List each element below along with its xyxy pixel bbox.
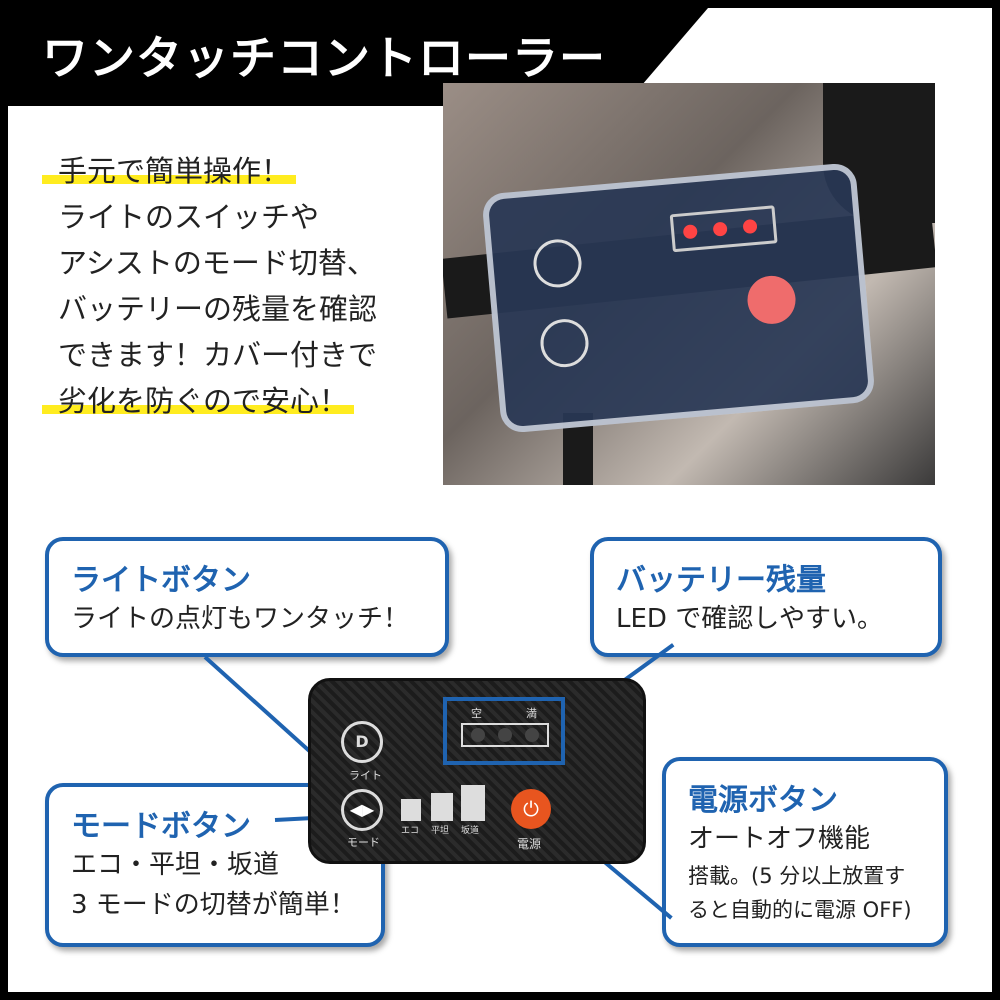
callout-body: オートオフ機能 [688, 824, 871, 854]
mode-hill-indicator [461, 785, 485, 821]
battery-highlight-box [443, 697, 565, 765]
mode-eco-indicator [401, 799, 421, 821]
callout-body: ると自動的に電源 OFF) [688, 898, 912, 922]
battery-gauge [461, 723, 549, 747]
power-button[interactable]: ⏻ [511, 789, 551, 829]
mode-eco-label: エコ [401, 826, 420, 836]
callout-light: ライトボタン ライトの点灯もワンタッチ！ [45, 537, 449, 657]
callout-title: 電源ボタン [688, 783, 838, 818]
intro-line: アシストのモード切替、 [58, 246, 376, 280]
page-title: ワンタッチコントローラー [42, 31, 606, 85]
callout-power: 電源ボタン オートオフ機能 搭載。(5 分以上放置す ると自動的に電源 OFF) [662, 757, 948, 947]
callout-body: エコ・平坦・坂道 [71, 850, 280, 880]
mode-label: モード [347, 836, 380, 849]
controller-with-cover [481, 162, 876, 434]
intro-line: 劣化を防ぐので安心！ [42, 384, 355, 418]
light-button[interactable]: D [341, 721, 383, 763]
battery-full-label: 満 [526, 707, 537, 720]
intro-text: 手元で簡単操作！ ライトのスイッチや アシストのモード切替、 バッテリーの残量を… [42, 148, 378, 424]
controller-photo [443, 83, 935, 485]
mode-hill-label: 坂道 [461, 826, 480, 836]
callout-mode: モードボタン エコ・平坦・坂道 3 モードの切替が簡単！ [45, 783, 385, 947]
mode-button[interactable]: ◀▶ [341, 789, 383, 831]
callout-battery: バッテリー残量 LED で確認しやすい。 [590, 537, 942, 657]
battery-empty-label: 空 [471, 707, 482, 720]
intro-line: バッテリーの残量を確認 [58, 292, 378, 326]
mode-flat-label: 平坦 [431, 826, 450, 836]
power-label: 電源 [517, 837, 542, 851]
callout-title: ライトボタン [71, 563, 251, 598]
light-label: ライト [349, 769, 382, 782]
controller-device: 空 満 D ライト ◀▶ モード エコ 平坦 坂道 ⏻ 電源 [308, 678, 646, 864]
callout-body: 搭載。(5 分以上放置す [688, 864, 906, 888]
callout-title: バッテリー残量 [616, 563, 826, 598]
callout-body: ライトの点灯もワンタッチ！ [71, 604, 410, 634]
mode-flat-indicator [431, 793, 453, 821]
intro-line: 手元で簡単操作！ [42, 154, 297, 188]
intro-line: できます！カバー付きで [58, 338, 378, 372]
intro-line: ライトのスイッチや [58, 200, 320, 234]
callout-body: LED で確認しやすい。 [616, 604, 883, 634]
callout-title: モードボタン [71, 809, 251, 844]
callout-body: 3 モードの切替が簡単！ [71, 890, 356, 920]
